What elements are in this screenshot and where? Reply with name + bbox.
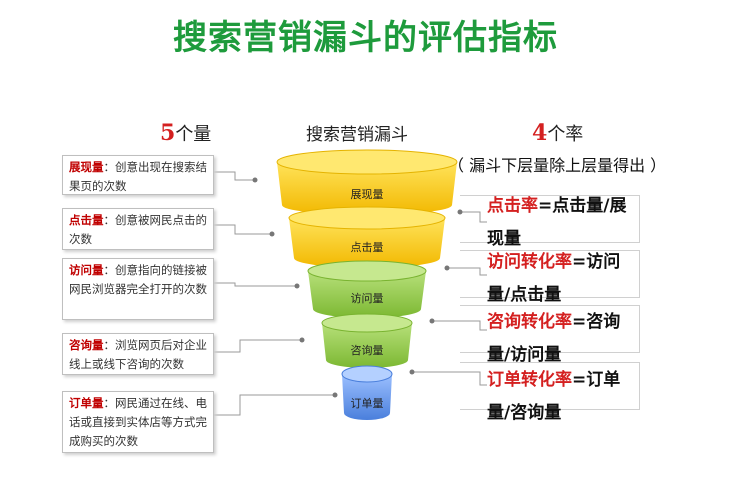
rate-term: 咨询转化率 <box>487 312 572 332</box>
funnel-label-3: 访问量 <box>351 292 384 305</box>
rate-inquiry-conversion: 咨询转化率=咨询量/访问量 <box>487 306 639 372</box>
definition-term: 点击量 <box>69 213 104 227</box>
rate-formula: =点击量/展现量 <box>487 196 627 249</box>
definition-term: 展现量 <box>69 160 104 174</box>
funnel-layer-5 <box>341 365 393 420</box>
right-connector-dots <box>409 209 463 375</box>
definition-text: ：创意指向的链接被网民浏览器完全打开的次数 <box>69 263 207 296</box>
definition-term: 访问量 <box>69 263 104 277</box>
rate-formula: =咨询量/访问量 <box>487 312 621 365</box>
rate-order-conversion: 订单转化率=订单量/咨询量 <box>487 364 639 430</box>
rate-term: 访问转化率 <box>487 252 572 272</box>
funnel-layer-4 <box>321 313 413 368</box>
rate-formula: =订单量/咨询量 <box>487 370 621 423</box>
left-header: 5个量 <box>160 120 211 146</box>
rate-formula: =访问量/点击量 <box>487 252 621 305</box>
right-header-number: 4 <box>532 120 548 146</box>
definition-box-clicks: 点击量：创意被网民点击的次数 <box>62 208 214 250</box>
definition-box-orders: 订单量：网民通过在线、电话或直接到实体店等方式完成购买的次数 <box>62 391 214 453</box>
rate-frame-4 <box>460 362 640 410</box>
right-header: 4个率 <box>532 120 583 146</box>
definition-term: 订单量 <box>69 396 104 410</box>
left-header-number: 5 <box>160 120 176 146</box>
definition-box-impressions: 展现量：创意出现在搜索结果页的次数 <box>62 155 214 195</box>
rate-visit-conversion: 访问转化率=访问量/点击量 <box>487 246 639 312</box>
page-title: 搜索营销漏斗的评估指标 <box>173 18 558 58</box>
left-connector-dots <box>252 177 338 398</box>
definition-box-inquiries: 咨询量：浏览网页后对企业线上或线下咨询的次数 <box>62 333 214 375</box>
rate-note: （ 漏斗下层量除上层量得出 ） <box>448 156 667 175</box>
rate-frame-1 <box>460 195 640 243</box>
funnel-layer-3 <box>307 260 427 318</box>
rate-click: 点击率=点击量/展现量 <box>487 190 639 256</box>
rate-term: 订单转化率 <box>487 370 572 390</box>
left-connectors <box>214 171 335 416</box>
funnel-label-5: 订单量 <box>351 397 384 410</box>
definition-text: ：浏览网页后对企业线上或线下咨询的次数 <box>69 338 207 371</box>
funnel-layer-1 <box>276 149 458 215</box>
right-header-text: 个率 <box>547 124 584 145</box>
rate-term: 点击率 <box>487 196 538 216</box>
rate-frame-3 <box>460 305 640 353</box>
definition-text: ：创意出现在搜索结果页的次数 <box>69 160 207 193</box>
funnel-label-4: 咨询量 <box>351 343 384 357</box>
definition-box-visits: 访问量：创意指向的链接被网民浏览器完全打开的次数 <box>62 258 214 320</box>
funnel-layer-2 <box>288 206 446 268</box>
definition-text: ：创意被网民点击的次数 <box>69 213 207 246</box>
rate-frame-2 <box>460 250 640 298</box>
funnel-label-1: 展现量 <box>351 188 384 201</box>
funnel-label-2: 点击量 <box>351 241 384 254</box>
funnel-header: 搜索营销漏斗 <box>306 125 408 145</box>
left-header-text: 个量 <box>175 124 212 145</box>
right-connectors <box>412 211 487 386</box>
definition-term: 咨询量 <box>69 338 104 352</box>
definition-text: ：网民通过在线、电话或直接到实体店等方式完成购买的次数 <box>69 396 207 448</box>
